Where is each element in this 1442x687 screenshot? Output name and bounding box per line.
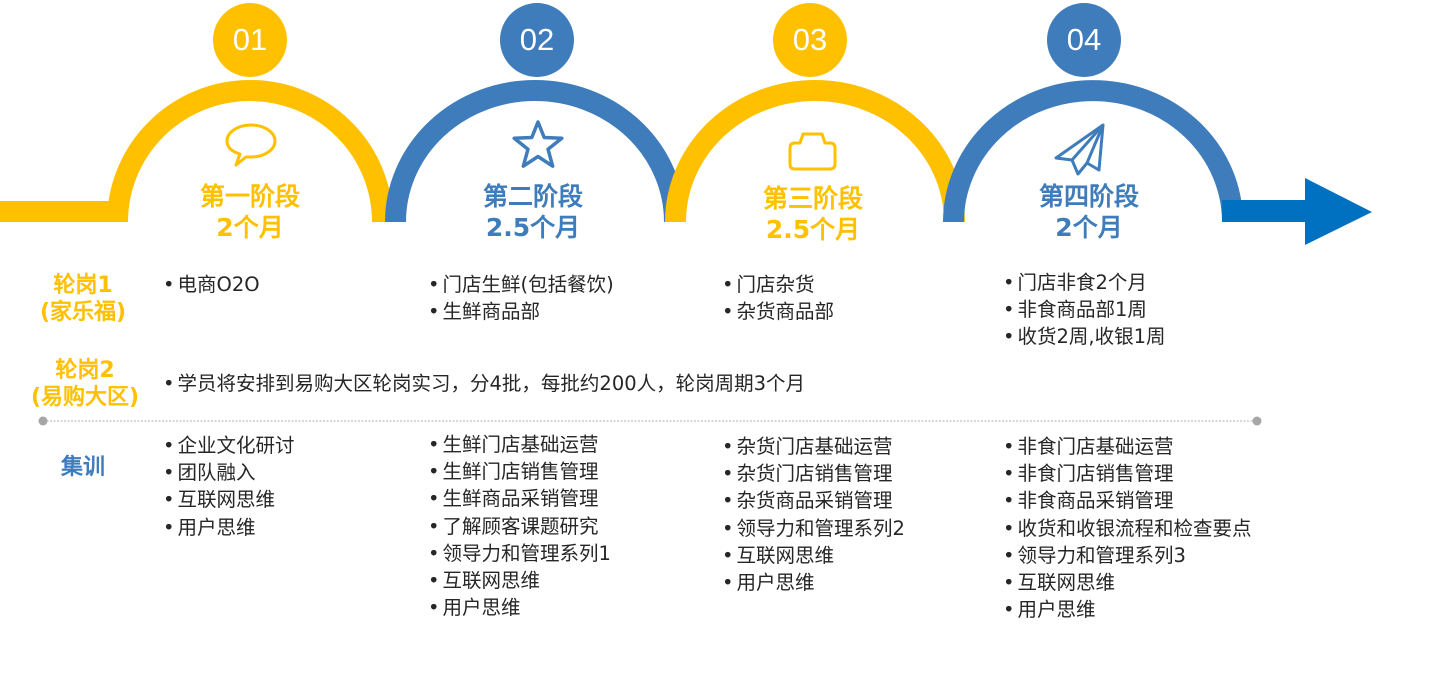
list-item: 生鲜商品采销管理 bbox=[428, 485, 611, 512]
stage-1-duration: 2个月 bbox=[216, 213, 284, 242]
timeline-start-bar bbox=[0, 201, 118, 222]
list-item: 杂货门店销售管理 bbox=[722, 460, 905, 487]
list-item: 用户思维 bbox=[1003, 596, 1252, 623]
list-item: 电商O2O bbox=[163, 271, 260, 298]
stage-4-duration: 2个月 bbox=[1055, 213, 1123, 242]
briefcase-icon bbox=[788, 132, 837, 171]
list-item: 用户思维 bbox=[163, 514, 295, 541]
training-stage-4-list: 非食门店基础运营 非食门店销售管理 非食商品采销管理 收货和收银流程和检查要点 … bbox=[1003, 433, 1252, 623]
list-item: 互联网思维 bbox=[428, 567, 611, 594]
stage-3-name: 第三阶段 bbox=[762, 184, 863, 213]
rotation-1-stage-1-list: 电商O2O bbox=[163, 271, 260, 298]
stage-3-title: 第三阶段 2.5个月 bbox=[713, 183, 913, 245]
stage-2-name: 第二阶段 bbox=[482, 182, 583, 211]
list-item: 杂货商品部 bbox=[722, 298, 835, 325]
training-stage-3-list: 杂货门店基础运营 杂货门店销售管理 杂货商品采销管理 领导力和管理系列2 互联网… bbox=[722, 433, 905, 596]
stage-1-number-badge: 01 bbox=[213, 3, 287, 77]
list-item: 生鲜门店基础运营 bbox=[428, 431, 611, 458]
list-item: 互联网思维 bbox=[163, 486, 295, 513]
stage-4-arc bbox=[943, 80, 1243, 223]
rotation-1-stage-2-list: 门店生鲜(包括餐饮) 生鲜商品部 bbox=[428, 271, 614, 325]
stage-1-title: 第一阶段 2个月 bbox=[150, 181, 350, 243]
rotation-2-label-line2: (易购大区) bbox=[30, 385, 140, 410]
rotation-1-label: 轮岗1 (家乐福) bbox=[8, 272, 158, 326]
list-item: 门店生鲜(包括餐饮) bbox=[428, 271, 614, 298]
stage-2-title: 第二阶段 2.5个月 bbox=[433, 181, 633, 243]
stage-1-arc bbox=[107, 80, 393, 223]
list-item: 生鲜商品部 bbox=[428, 298, 614, 325]
stage-2-arc bbox=[385, 80, 685, 223]
rotation-2-description: 学员将安排到易购大区轮岗实习，分4批，每批约200人，轮岗周期3个月 bbox=[163, 370, 806, 397]
list-item: 生鲜门店销售管理 bbox=[428, 458, 611, 485]
list-item: 了解顾客课题研究 bbox=[428, 513, 611, 540]
list-item: 非食门店销售管理 bbox=[1003, 460, 1252, 487]
rotation-1-label-line1: 轮岗1 bbox=[53, 273, 113, 298]
list-item: 门店非食2个月 bbox=[1003, 269, 1166, 296]
rotation-1-stage-3-list: 门店杂货 杂货商品部 bbox=[722, 271, 835, 325]
paper-plane-icon bbox=[1054, 123, 1105, 176]
list-item: 收货2周,收银1周 bbox=[1003, 323, 1166, 350]
list-item: 企业文化研讨 bbox=[163, 432, 295, 459]
section-divider bbox=[38, 416, 1262, 426]
list-item: 用户思维 bbox=[428, 594, 611, 621]
list-item: 互联网思维 bbox=[722, 542, 905, 569]
list-item: 收货和收银流程和检查要点 bbox=[1003, 515, 1252, 542]
list-item: 团队融入 bbox=[163, 459, 295, 486]
list-item: 用户思维 bbox=[722, 569, 905, 596]
training-stage-1-list: 企业文化研讨 团队融入 互联网思维 用户思维 bbox=[163, 432, 295, 541]
list-item: 互联网思维 bbox=[1003, 569, 1252, 596]
stage-4-title: 第四阶段 2个月 bbox=[989, 181, 1189, 243]
rotation-1-label-line2: (家乐福) bbox=[39, 300, 127, 325]
timeline-arrow-icon bbox=[1222, 178, 1372, 245]
chat-bubble-icon bbox=[225, 123, 277, 167]
training-stage-2-list: 生鲜门店基础运营 生鲜门店销售管理 生鲜商品采销管理 了解顾客课题研究 领导力和… bbox=[428, 431, 611, 621]
list-item: 领导力和管理系列3 bbox=[1003, 542, 1252, 569]
rotation-1-stage-4-list: 门店非食2个月 非食商品部1周 收货2周,收银1周 bbox=[1003, 269, 1166, 351]
rotation-2-label: 轮岗2 (易购大区) bbox=[10, 357, 160, 411]
stage-2-duration: 2.5个月 bbox=[485, 213, 581, 242]
stage-3-number-badge: 03 bbox=[773, 3, 847, 77]
stage-3-arc bbox=[665, 80, 965, 223]
list-item: 非食商品采销管理 bbox=[1003, 487, 1252, 514]
list-item: 非食门店基础运营 bbox=[1003, 433, 1252, 460]
star-icon bbox=[512, 120, 564, 168]
stage-2-number-badge: 02 bbox=[500, 3, 574, 77]
list-item: 杂货门店基础运营 bbox=[722, 433, 905, 460]
stage-1-name: 第一阶段 bbox=[199, 182, 300, 211]
training-label: 集训 bbox=[60, 455, 105, 480]
stage-3-duration: 2.5个月 bbox=[765, 215, 861, 244]
list-item: 非食商品部1周 bbox=[1003, 296, 1166, 323]
list-item: 领导力和管理系列1 bbox=[428, 540, 611, 567]
rotation-2-label-line1: 轮岗2 bbox=[55, 358, 115, 383]
list-item: 门店杂货 bbox=[722, 271, 834, 298]
list-item: 学员将安排到易购大区轮岗实习，分4批，每批约200人，轮岗周期3个月 bbox=[163, 370, 806, 397]
list-item: 杂货商品采销管理 bbox=[722, 487, 905, 514]
stage-4-number-badge: 04 bbox=[1047, 3, 1121, 77]
stage-4-name: 第四阶段 bbox=[1038, 182, 1139, 211]
list-item: 领导力和管理系列2 bbox=[722, 515, 905, 542]
